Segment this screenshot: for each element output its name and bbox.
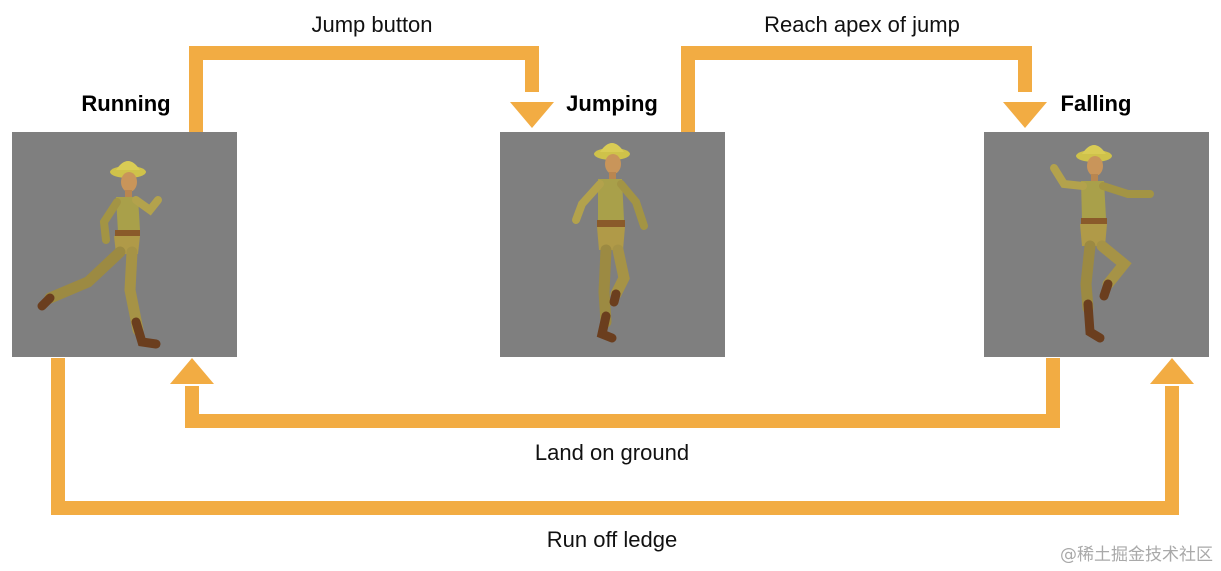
state-jumping: Jumping	[500, 91, 725, 357]
state-running: Running	[12, 91, 237, 357]
watermark-text: @稀土掘金技术社区	[1060, 545, 1213, 565]
edge-label-run-off-ledge: Run off ledge	[547, 527, 677, 552]
edge-label-land-on-ground: Land on ground	[535, 440, 689, 465]
character-jumping-image	[572, 143, 648, 343]
edge-label-jump-button: Jump button	[311, 12, 432, 37]
state-falling: Falling	[984, 91, 1209, 357]
character-running-image	[37, 161, 162, 349]
state-label-falling: Falling	[1061, 91, 1132, 116]
arrow-land-on-ground-head	[170, 358, 214, 384]
edge-label-reach-apex: Reach apex of jump	[764, 12, 960, 37]
arrow-reach-apex-head	[1003, 102, 1047, 128]
state-label-running: Running	[81, 91, 170, 116]
state-label-jumping: Jumping	[566, 91, 658, 116]
arrow-jump-button-head	[510, 102, 554, 128]
arrow-jump-button	[189, 46, 539, 132]
arrows	[51, 46, 1194, 515]
arrow-land-on-ground	[185, 358, 1060, 428]
character-falling-image	[1050, 145, 1154, 343]
arrow-run-off-ledge-head	[1150, 358, 1194, 384]
arrow-reach-apex	[681, 46, 1032, 132]
arrow-run-off-ledge	[51, 358, 1179, 515]
